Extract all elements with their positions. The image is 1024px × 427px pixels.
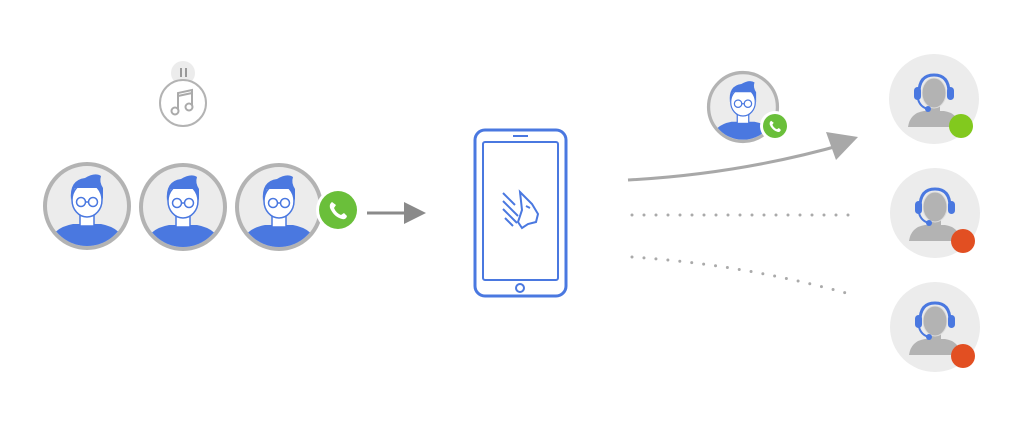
routed-caller: [709, 73, 790, 142]
agent-busy: [888, 280, 982, 374]
queued-caller-avatar: [45, 164, 129, 248]
phone-icon: [316, 188, 360, 232]
route-to-available-agent: [627, 132, 858, 182]
active-caller-avatar: [237, 165, 321, 249]
lion-logo-icon: [502, 189, 540, 230]
queued-caller-avatar: [141, 165, 225, 249]
pause-icon: [171, 61, 195, 85]
status-badge: [951, 344, 975, 368]
phone-icon: [763, 114, 787, 138]
smartphone-icon: [473, 128, 568, 298]
agent-available: [887, 52, 981, 146]
hold-music-group: [159, 61, 207, 127]
music-note-icon: [159, 79, 207, 127]
status-badge: [951, 229, 975, 253]
arrow-right-icon: [367, 202, 426, 224]
status-badge: [949, 114, 973, 138]
agent-busy: [888, 166, 982, 260]
route-to-busy-agent-2: [630, 255, 848, 295]
